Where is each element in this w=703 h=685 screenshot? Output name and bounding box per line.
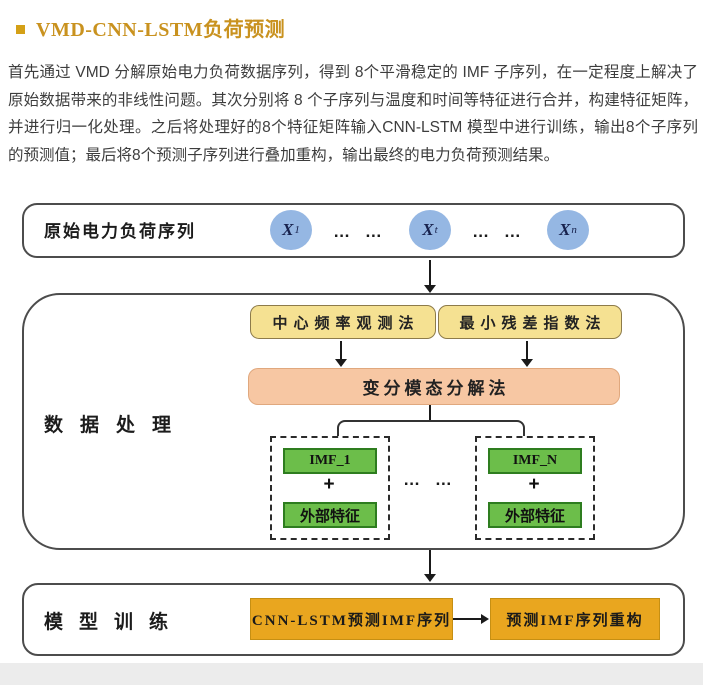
min-residual-method-box: 最小残差指数法 [438,305,622,339]
arrow-head-icon [335,359,347,367]
stage3-label: 模型训练 [44,612,185,633]
plus-sign-1: + [323,474,335,495]
arrow-line [429,260,431,286]
stage1-ellipsis-left: … … [333,222,387,241]
stage1-label: 原始电力负荷序列 [44,222,196,241]
vmd-decomposition-box: 变分模态分解法 [248,368,620,405]
arrow-line [453,618,482,620]
page-title: VMD-CNN-LSTM负荷预测 [36,19,286,41]
x1-subscript: 1 [294,224,300,236]
plus-sign-2: + [528,474,540,495]
arrow-line [526,341,528,360]
imfn-box: IMF_N [488,448,582,474]
cnn-lstm-predict-box: CNN-LSTM预测IMF序列 [250,598,453,640]
arrow-line [429,550,431,575]
arrow-line [340,341,342,360]
split-stem-line [429,405,431,422]
arrow-head-icon [481,614,489,624]
stage2-label: 数据处理 [44,415,189,436]
arrow-head-icon [521,359,533,367]
reconstruct-box: 预测IMF序列重构 [490,598,660,640]
footer-strip [0,663,703,685]
description-paragraph: 首先通过 VMD 分解原始电力负荷数据序列，得到 8个平滑稳定的 IMF 子序列… [8,64,698,164]
arrow-head-icon [424,285,436,293]
xn-base: X [559,220,571,239]
groups-ellipsis: … … [403,470,457,489]
imf1-box: IMF_1 [283,448,377,474]
bullet-square-icon [16,25,25,34]
center-frequency-method-box: 中心频率观测法 [250,305,436,339]
split-bracket [337,420,525,438]
stage1-ellipsis-right: … … [472,222,526,241]
xn-subscript: n [571,224,577,236]
xt-base: X [422,220,434,239]
external-feature-box-1: 外部特征 [283,502,377,528]
xt-subscript: t [434,224,438,236]
x1-base: X [282,220,294,239]
external-feature-box-2: 外部特征 [488,502,582,528]
arrow-head-icon [424,574,436,582]
